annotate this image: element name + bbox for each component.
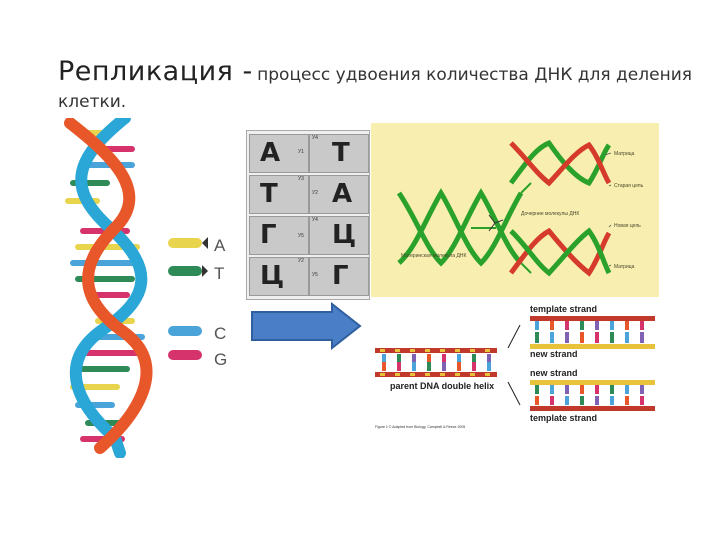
tile-right-3: Ц У4: [309, 216, 369, 255]
mother-dna-helix: [396, 182, 532, 274]
tile-right-1: Т У4: [309, 134, 369, 173]
strand-diagram: parent DNA double helix Figure 1 © Adapt…: [375, 304, 655, 429]
nucleotide-c-bar: [168, 326, 202, 336]
nucleotide-a-bar: [168, 238, 202, 248]
helix-backbone-orange: [64, 118, 153, 454]
label-matrix-bottom: Матрица: [614, 264, 635, 270]
nucleotide-a-notch-icon: [202, 237, 208, 249]
tile-right-2: А У2: [309, 175, 369, 214]
tile-left-4: Ц У2: [249, 257, 309, 296]
tile-right-1-letter: Т: [332, 138, 350, 168]
bottom-strand-pair: [530, 380, 655, 411]
legend-label-c: C: [214, 324, 227, 343]
label-new-strand: Новая цепь: [614, 223, 641, 229]
label-template-strand-bottom: template strand: [530, 413, 597, 423]
nucleotide-t-tab-icon: [202, 265, 208, 277]
label-matrix-top: Матрица: [614, 151, 635, 157]
dna-helix-illustration: [64, 118, 153, 458]
label-daughter-dna: Дочерние молекулы ДНК: [521, 211, 579, 217]
title-line-2: клетки.: [58, 92, 127, 112]
label-template-strand-top: template strand: [530, 304, 597, 314]
nucleotide-legend-bars: [168, 237, 208, 360]
blue-arrow-icon: [251, 302, 362, 350]
page-title: Репликация - процесс удвоения количества…: [58, 56, 692, 87]
daughter-dna-bottom: [508, 227, 612, 277]
label-mother-dna: Материнская молекула ДНК: [401, 253, 466, 259]
tile-left-3: Г У5: [249, 216, 309, 255]
parent-dna: [375, 348, 497, 377]
helix-backbone-blue: [69, 118, 148, 458]
top-strand-pair: [530, 316, 655, 349]
nucleotide-g-bar: [168, 350, 202, 360]
tile-right-4: Г У5: [309, 257, 369, 296]
tile-left-1: А У1: [249, 134, 309, 173]
tile-left-2-letter: Т: [260, 179, 278, 209]
tile-right-2-letter: А: [332, 179, 353, 209]
title-main: Репликация -: [58, 56, 253, 87]
label-new-strand-bottom: new strand: [530, 368, 578, 378]
nucleotide-t-bar: [168, 266, 202, 276]
title-rest: процесс удвоения количества ДНК для деле…: [257, 65, 692, 85]
tile-left-3-letter: Г: [260, 220, 277, 250]
label-parent-dna: parent DNA double helix: [390, 381, 494, 391]
tile-left-1-letter: А: [260, 138, 281, 168]
tile-right-4-letter: Г: [332, 261, 349, 291]
tile-left-4-letter: Ц: [260, 261, 285, 291]
label-old-strand: Старая цепь: [614, 183, 644, 189]
legend-label-g: G: [214, 350, 228, 369]
figure-credit: Figure 1 © Adapted from Biology, Campbel…: [375, 425, 465, 429]
tile-right-3-letter: Ц: [332, 220, 357, 250]
tile-left-2: Т У3: [249, 175, 309, 214]
label-new-strand-top: new strand: [530, 349, 578, 359]
legend-label-a: A: [214, 236, 226, 255]
replication-panel: Материнская молекула ДНК Дочерние молеку…: [371, 123, 659, 297]
daughter-dna-top: [508, 139, 612, 187]
legend-label-t: T: [214, 264, 225, 283]
